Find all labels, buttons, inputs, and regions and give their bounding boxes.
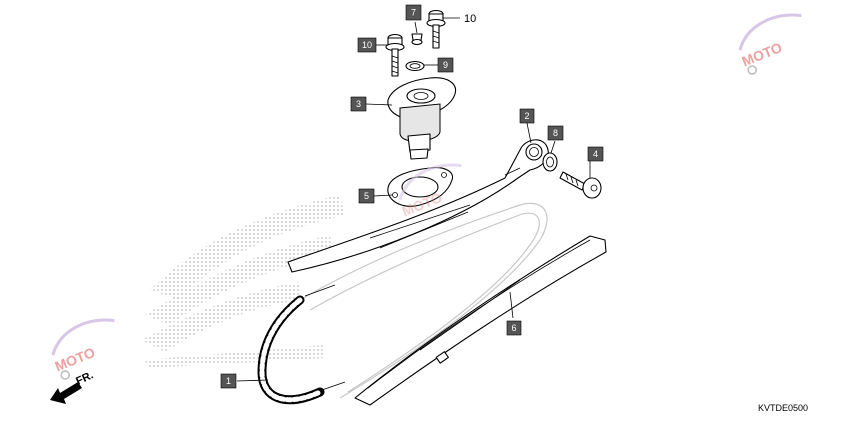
callout-8-label: 8 xyxy=(553,128,558,138)
callout-10-right[interactable]: 10 xyxy=(464,13,476,25)
front-direction-indicator: FR. xyxy=(50,369,95,404)
callout-7-label: 7 xyxy=(411,8,416,18)
diagram-code: KVTDE0500 xyxy=(758,403,808,413)
svg-text:MOTO: MOTO xyxy=(53,344,98,375)
tensioner-slider[interactable] xyxy=(287,139,549,273)
cam-chain[interactable] xyxy=(257,284,346,405)
svg-text:MOTO: MOTO xyxy=(740,39,785,70)
callout-2-label: 2 xyxy=(524,111,529,121)
callout-10-left-label: 10 xyxy=(362,40,372,50)
callout-6-label: 6 xyxy=(511,323,516,333)
chain-outline xyxy=(299,202,548,399)
brand-wing-watermark xyxy=(142,195,345,368)
callout-10-right-label: 10 xyxy=(464,13,476,25)
tensioner-lifter[interactable] xyxy=(387,77,457,160)
callout-5[interactable]: 5 xyxy=(358,188,375,204)
callout-2[interactable]: 2 xyxy=(519,108,535,124)
callout-9-label: 9 xyxy=(443,60,448,70)
moto-logo-icon: MOTO xyxy=(738,13,802,75)
flange-bolt-right[interactable] xyxy=(426,9,446,49)
tensioner-gasket[interactable] xyxy=(387,167,454,207)
leader-lines xyxy=(236,17,591,382)
callout-1[interactable]: 1 xyxy=(220,373,237,389)
washer[interactable] xyxy=(542,152,558,172)
front-direction-label: FR. xyxy=(74,369,95,387)
callout-3-label: 3 xyxy=(356,99,361,109)
pivot-bolt[interactable] xyxy=(559,171,602,199)
callout-4[interactable]: 4 xyxy=(587,146,604,162)
callout-10-left[interactable]: 10 xyxy=(357,37,377,53)
callout-4-label: 4 xyxy=(593,149,598,159)
o-ring[interactable] xyxy=(405,60,425,72)
callout-3[interactable]: 3 xyxy=(350,96,367,112)
callout-8[interactable]: 8 xyxy=(547,125,564,141)
callout-5-label: 5 xyxy=(364,191,369,201)
callout-9[interactable]: 9 xyxy=(437,57,454,73)
callout-1-label: 1 xyxy=(226,376,231,386)
sealing-bolt[interactable] xyxy=(411,33,423,46)
callout-6[interactable]: 6 xyxy=(506,320,522,336)
chain-guide[interactable] xyxy=(354,235,607,406)
flange-bolt-left[interactable] xyxy=(385,33,405,77)
callout-7[interactable]: 7 xyxy=(405,4,422,21)
